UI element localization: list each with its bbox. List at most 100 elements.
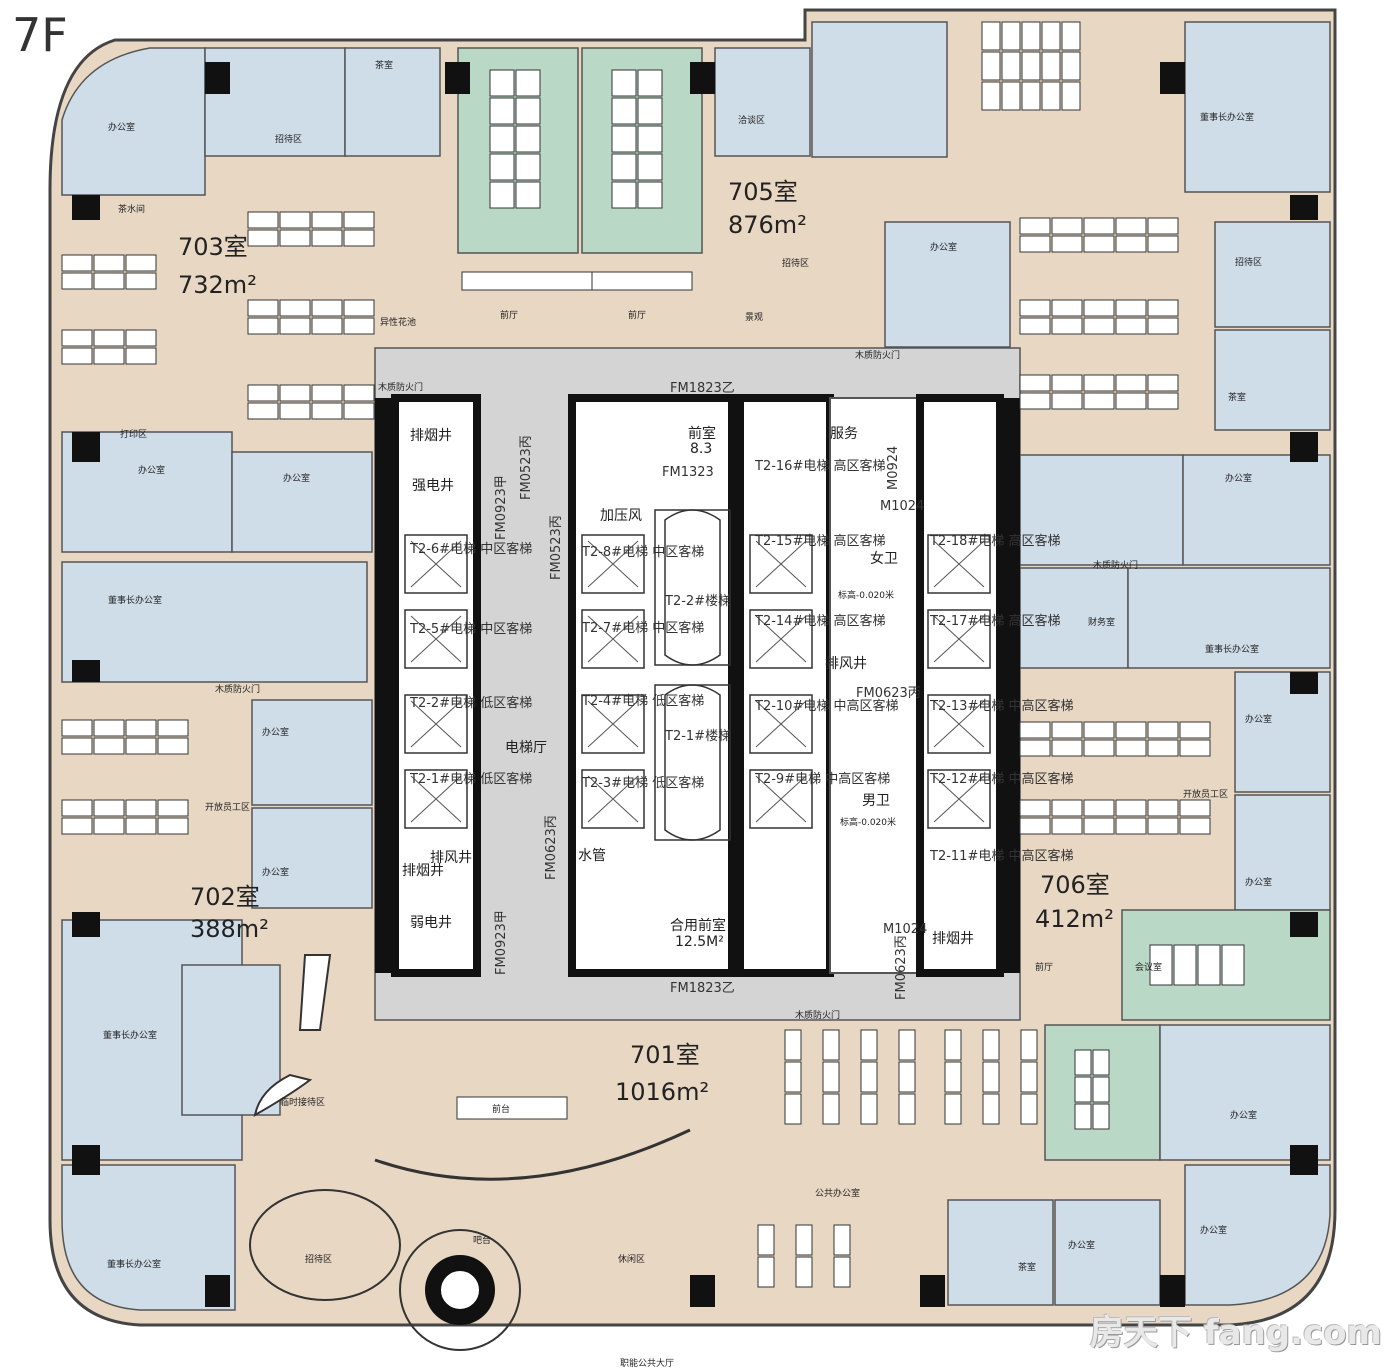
elevator-car: [927, 534, 991, 594]
chairman-706: [1127, 567, 1331, 669]
door-fm0523-a: FM0523丙: [519, 435, 534, 500]
desk: [1092, 1076, 1110, 1103]
desk: [784, 1093, 802, 1125]
desk: [611, 181, 637, 209]
desk: [157, 719, 189, 737]
elevator-t2-2: T2-2#电梯 低区客梯: [409, 695, 532, 711]
desk: [61, 272, 93, 290]
desk: [898, 1061, 916, 1093]
shaft-block-right: [916, 394, 1004, 977]
office-702-a: [251, 699, 373, 806]
desk: [1147, 739, 1179, 757]
desk: [1051, 817, 1083, 835]
desk: [125, 817, 157, 835]
desk: [93, 799, 125, 817]
desk: [311, 229, 343, 247]
shaft-block-left: [391, 394, 481, 977]
desk: [279, 402, 311, 420]
door-fm0623-b: FM0623丙: [894, 935, 909, 1000]
desk: [93, 329, 125, 347]
chairman-705: [1184, 21, 1331, 193]
label-meeting-706: 会议室: [1135, 961, 1162, 973]
reception-705: [1214, 221, 1331, 328]
elevator-car: [749, 769, 813, 829]
desk: [1061, 21, 1081, 51]
desk: [1041, 21, 1061, 51]
desk: [1051, 217, 1083, 235]
label-chairman-703: 董事长办公室: [108, 594, 162, 606]
door-fm1024b: M1024: [883, 922, 927, 937]
elevator-cross: [587, 540, 639, 588]
desk: [1051, 374, 1083, 392]
desk: [1083, 721, 1115, 739]
office-705-top: [811, 21, 948, 158]
label-smoke-shaft-a: 排烟井: [410, 428, 452, 444]
desk: [1019, 317, 1051, 335]
desk: [944, 1093, 962, 1125]
desk: [1001, 21, 1021, 51]
label-level-b: 标高-0.020米: [840, 816, 896, 828]
desk: [515, 181, 541, 209]
door-fm0623-c: FM0623丙: [856, 686, 921, 701]
desk: [1051, 392, 1083, 410]
lounge-sofa-area: [249, 1189, 401, 1301]
desk: [944, 1029, 962, 1061]
desk: [125, 799, 157, 817]
elevator-t2-18: T2-18#电梯 高区客梯: [929, 533, 1060, 549]
desk: [247, 299, 279, 317]
elevator-t2-6: T2-6#电梯 中区客梯: [409, 541, 532, 557]
label-lounge: 招待区: [305, 1253, 332, 1265]
desk: [1083, 817, 1115, 835]
elevator-t2-15: T2-15#电梯 高区客梯: [754, 533, 885, 549]
label-service: 服务: [830, 426, 858, 442]
desk: [1051, 317, 1083, 335]
label-open-706: 开放员工区: [1183, 788, 1228, 800]
elevator-car: [749, 609, 813, 669]
desk: [1197, 944, 1221, 986]
door-codes: FM1823乙 FM1823乙 FM1323 M1024 M1024 FM062…: [494, 381, 927, 1000]
elevator-t2-1: T2-1#电梯 低区客梯: [409, 771, 532, 787]
door-fm0924: M0924: [886, 446, 901, 490]
label-weak-power: 弱电井: [410, 915, 452, 931]
desk: [757, 1224, 775, 1256]
desk: [1115, 799, 1147, 817]
desk: [611, 153, 637, 181]
label-reception-705b: 招待区: [1235, 256, 1262, 268]
lobby-counter: [461, 271, 593, 291]
door-fm0523-b: FM0523丙: [549, 515, 564, 580]
label-tea-water: 茶水间: [118, 203, 145, 215]
elevator-cross: [933, 540, 985, 588]
label-public-office: 公共办公室: [815, 1187, 860, 1199]
room-703-name: 703室: [178, 233, 248, 261]
desk: [125, 329, 157, 347]
label-pressure-fan: 加压风: [600, 508, 642, 524]
desk: [247, 229, 279, 247]
desk: [1019, 392, 1051, 410]
desk: [981, 21, 1001, 51]
label-elevator-hall: 电梯厅: [505, 740, 547, 756]
front-desk: [456, 1096, 568, 1120]
desk: [1092, 1049, 1110, 1076]
desk: [1019, 799, 1051, 817]
stair-t2-2: T2-2#楼梯: [664, 594, 731, 609]
desk: [1019, 235, 1051, 253]
office-706-d: [1234, 794, 1331, 911]
label-smoke-shaft-c: 排烟井: [402, 863, 444, 879]
elevator-t2-13: T2-13#电梯 中高区客梯: [929, 698, 1073, 714]
tea-701: [947, 1199, 1054, 1306]
desk: [157, 737, 189, 755]
desk: [1083, 799, 1115, 817]
desk: [898, 1029, 916, 1061]
door-fm0923-b: FM0923甲: [494, 910, 509, 975]
elevator-car: [581, 694, 645, 754]
desk: [784, 1061, 802, 1093]
desk: [637, 69, 663, 97]
desk: [1019, 374, 1051, 392]
label-male-wc: 男卫: [862, 793, 890, 809]
label-office-706a: 办公室: [1225, 472, 1252, 484]
door-fm1323: FM1323: [662, 465, 714, 480]
desk: [61, 817, 93, 835]
desk: [489, 153, 515, 181]
desk: [1074, 1049, 1092, 1076]
desk: [1092, 1103, 1110, 1130]
